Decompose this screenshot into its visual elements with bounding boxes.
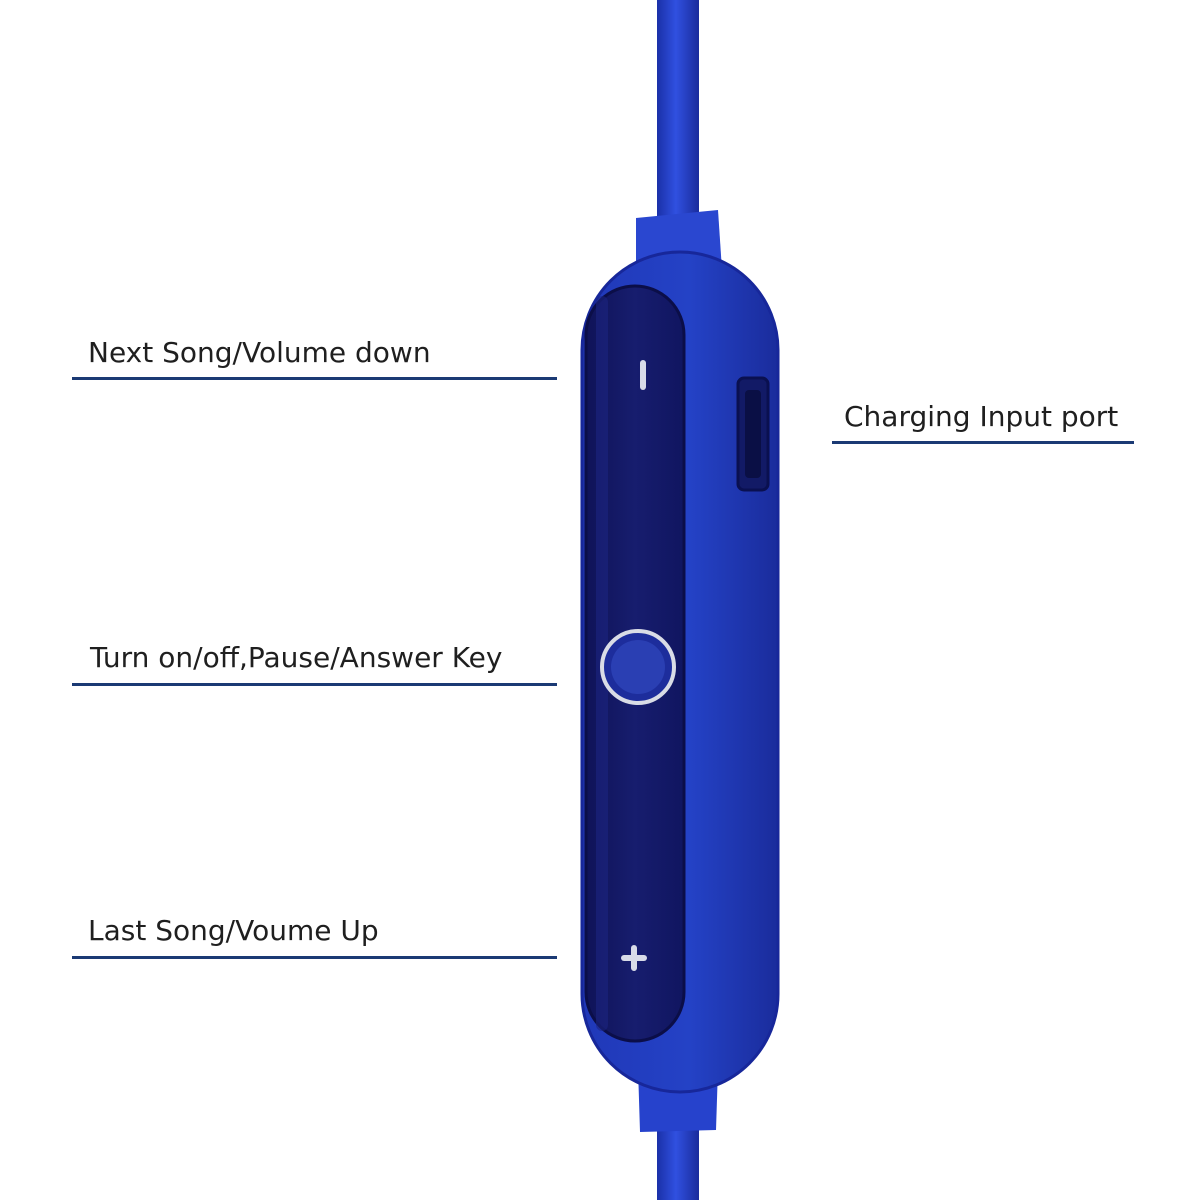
volume-down-marker <box>640 360 646 390</box>
volume-up-marker-v <box>631 945 637 971</box>
rule-last-song <box>72 956 557 959</box>
label-next-song: Next Song/Volume down <box>88 336 431 369</box>
power-button <box>611 640 665 694</box>
rule-power-pause <box>72 683 557 686</box>
label-charging-port: Charging Input port <box>844 400 1119 433</box>
cable-top <box>657 0 699 220</box>
rule-next-song <box>72 377 557 380</box>
label-last-song: Last Song/Voume Up <box>88 914 379 947</box>
rule-charging-port <box>832 441 1134 444</box>
label-power-pause: Turn on/off,Pause/Answer Key <box>90 641 503 674</box>
